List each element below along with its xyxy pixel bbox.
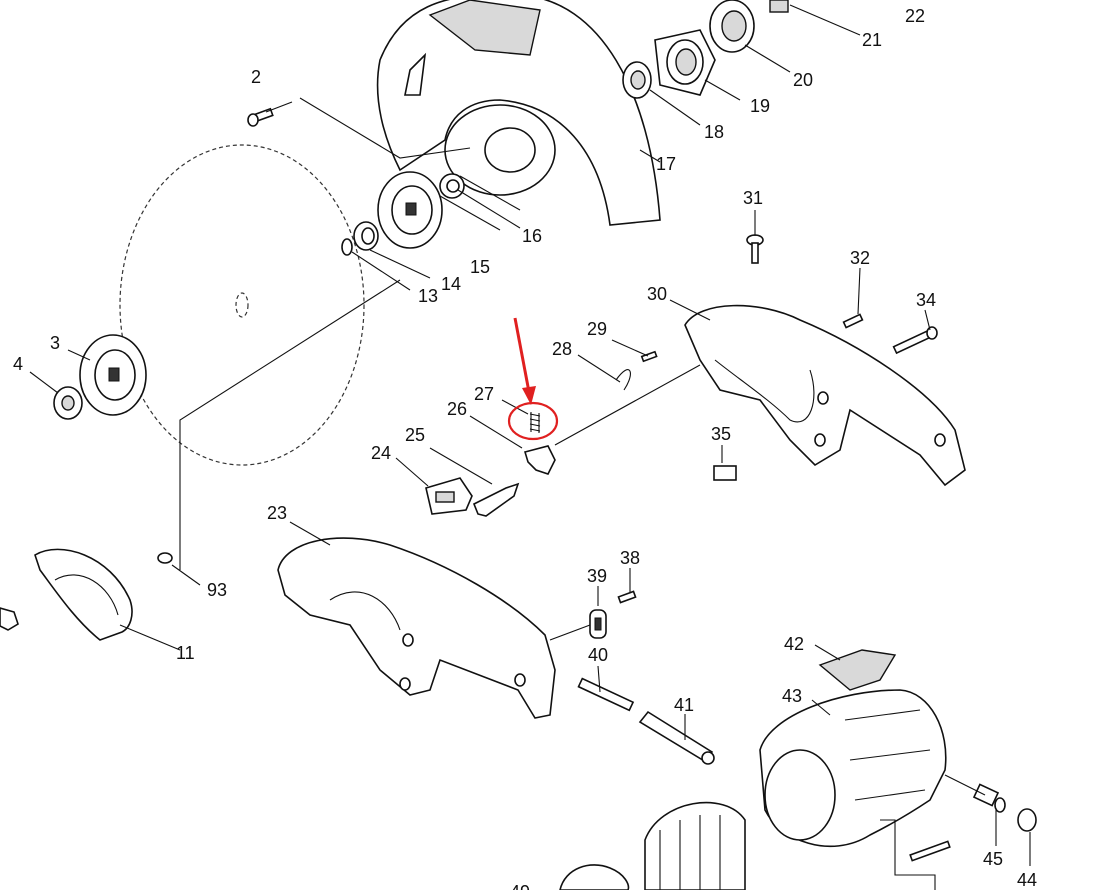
lever-part-25 <box>472 482 520 517</box>
lock-button-part-26 <box>523 445 556 475</box>
callout-32: 32 <box>850 248 870 268</box>
motor-housing-part-43 <box>759 689 947 848</box>
screw-bottom <box>909 840 951 862</box>
callout-23: 23 <box>267 503 287 523</box>
blade-guard-part-17 <box>376 0 661 226</box>
spring-part-28 <box>615 369 631 391</box>
switch-part-24 <box>425 477 473 515</box>
handle-half-part-30 <box>684 304 966 487</box>
callout-35: 35 <box>711 424 731 444</box>
callout-45: 45 <box>983 849 1003 869</box>
callout-14: 14 <box>441 274 461 294</box>
callout-40: 40 <box>588 645 608 665</box>
ring-part-13 <box>341 238 353 256</box>
callout-3: 3 <box>50 333 60 353</box>
callout-18: 18 <box>704 122 724 142</box>
clip-part-93 <box>157 552 173 564</box>
fan-part-49 <box>559 864 630 890</box>
cord-guard-part-39 <box>589 609 607 639</box>
label-part-42 <box>818 649 897 691</box>
screw-part-38 <box>617 590 637 604</box>
callout-25: 25 <box>405 425 425 445</box>
screw-part-32 <box>842 313 864 329</box>
callout-38: 38 <box>620 548 640 568</box>
callout-21: 21 <box>862 30 882 50</box>
callout-41: 41 <box>674 695 694 715</box>
callout-19: 19 <box>750 96 770 116</box>
wing-nut-fragment <box>0 607 19 631</box>
callout-43: 43 <box>782 686 802 706</box>
callout-16: 16 <box>522 226 542 246</box>
washer-part-14 <box>353 221 379 251</box>
callout-22: 22 <box>905 6 925 26</box>
bearing-retainer-part-19 <box>654 29 716 96</box>
callout-44: 44 <box>1017 870 1037 890</box>
callout-49: 49 <box>510 882 530 890</box>
callout-15: 15 <box>470 257 490 277</box>
callout-4: 4 <box>13 354 23 374</box>
brush-cap-part-44 <box>1017 808 1037 832</box>
callout-29: 29 <box>587 319 607 339</box>
callout-34: 34 <box>916 290 936 310</box>
callout-30: 30 <box>647 284 667 304</box>
bolt-part-4 <box>53 386 83 420</box>
callout-11: 11 <box>176 643 195 663</box>
callout-42: 42 <box>784 634 804 654</box>
callout-26: 26 <box>447 399 467 419</box>
callout-labels: 2 3 4 11 13 14 15 16 17 18 19 20 21 22 2… <box>13 6 1037 890</box>
cord-part-40 <box>577 677 635 712</box>
callout-20: 20 <box>793 70 813 90</box>
callout-93: 93 <box>207 580 227 600</box>
bolt-part-34 <box>892 326 938 355</box>
callout-28: 28 <box>552 339 572 359</box>
gear-part-20 <box>709 0 755 53</box>
callout-27: 27 <box>474 384 494 404</box>
lower-guard-part-11 <box>34 548 133 641</box>
handle-half-part-23 <box>277 537 556 719</box>
cord-guard-part-41 <box>638 710 714 764</box>
bushing-part-16 <box>439 173 465 199</box>
bearing-part-18 <box>622 61 652 99</box>
blade-arbor-hole <box>235 292 249 318</box>
callout-13: 13 <box>418 286 438 306</box>
callout-24: 24 <box>371 443 391 463</box>
highlight-marker <box>507 317 559 441</box>
callout-17: 17 <box>656 154 676 174</box>
spring-part-27 <box>529 412 541 433</box>
outer-flange-part-3 <box>79 334 147 416</box>
clamp-part-35 <box>713 465 737 481</box>
callout-2: 2 <box>251 67 261 87</box>
shaft-part-21 <box>769 0 789 13</box>
brush-holder-part-45 <box>972 783 1006 813</box>
screw-part-31 <box>746 234 764 264</box>
flange-part-15 <box>377 171 443 249</box>
callout-31: 31 <box>743 188 763 208</box>
field-stator-part <box>644 801 746 890</box>
saw-blade-outline <box>119 144 365 466</box>
leader-lines <box>29 4 1031 890</box>
pin-part-29 <box>640 350 658 363</box>
screw-part-2 <box>247 107 274 127</box>
callout-39: 39 <box>587 566 607 586</box>
